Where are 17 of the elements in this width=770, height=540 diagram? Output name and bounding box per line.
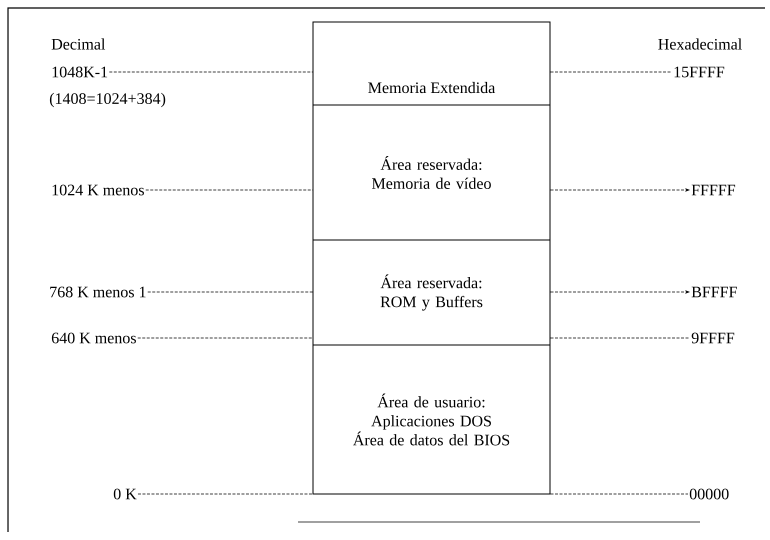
- memory-block: Memoria Extendida: [312, 22, 550, 106]
- address-label: 0 K: [114, 488, 137, 500]
- address-label: 15FFFF: [674, 66, 724, 78]
- address-label: 00000: [690, 488, 729, 500]
- address-label: 1024 K menos: [52, 184, 144, 196]
- memory-block: Área de usuario: Aplicaciones DOS Área de datos del BIOS: [312, 344, 550, 494]
- column-heading: Hexadecimal: [658, 38, 742, 50]
- column-heading: Decimal: [52, 38, 106, 50]
- address-label: 1048K-1: [52, 66, 108, 78]
- memory-block: Área reservada: ROM y Buffers: [312, 240, 550, 346]
- address-label: BFFFF: [692, 286, 737, 298]
- memory-block: Área reservada: Memoria de vídeo: [312, 104, 550, 240]
- address-label: 640 K menos: [52, 332, 136, 344]
- address-label: 768 K menos 1: [50, 286, 146, 298]
- address-label: FFFFF: [692, 184, 736, 196]
- column-heading: (1408=1024+384): [50, 92, 166, 108]
- address-label: 9FFFF: [692, 332, 734, 344]
